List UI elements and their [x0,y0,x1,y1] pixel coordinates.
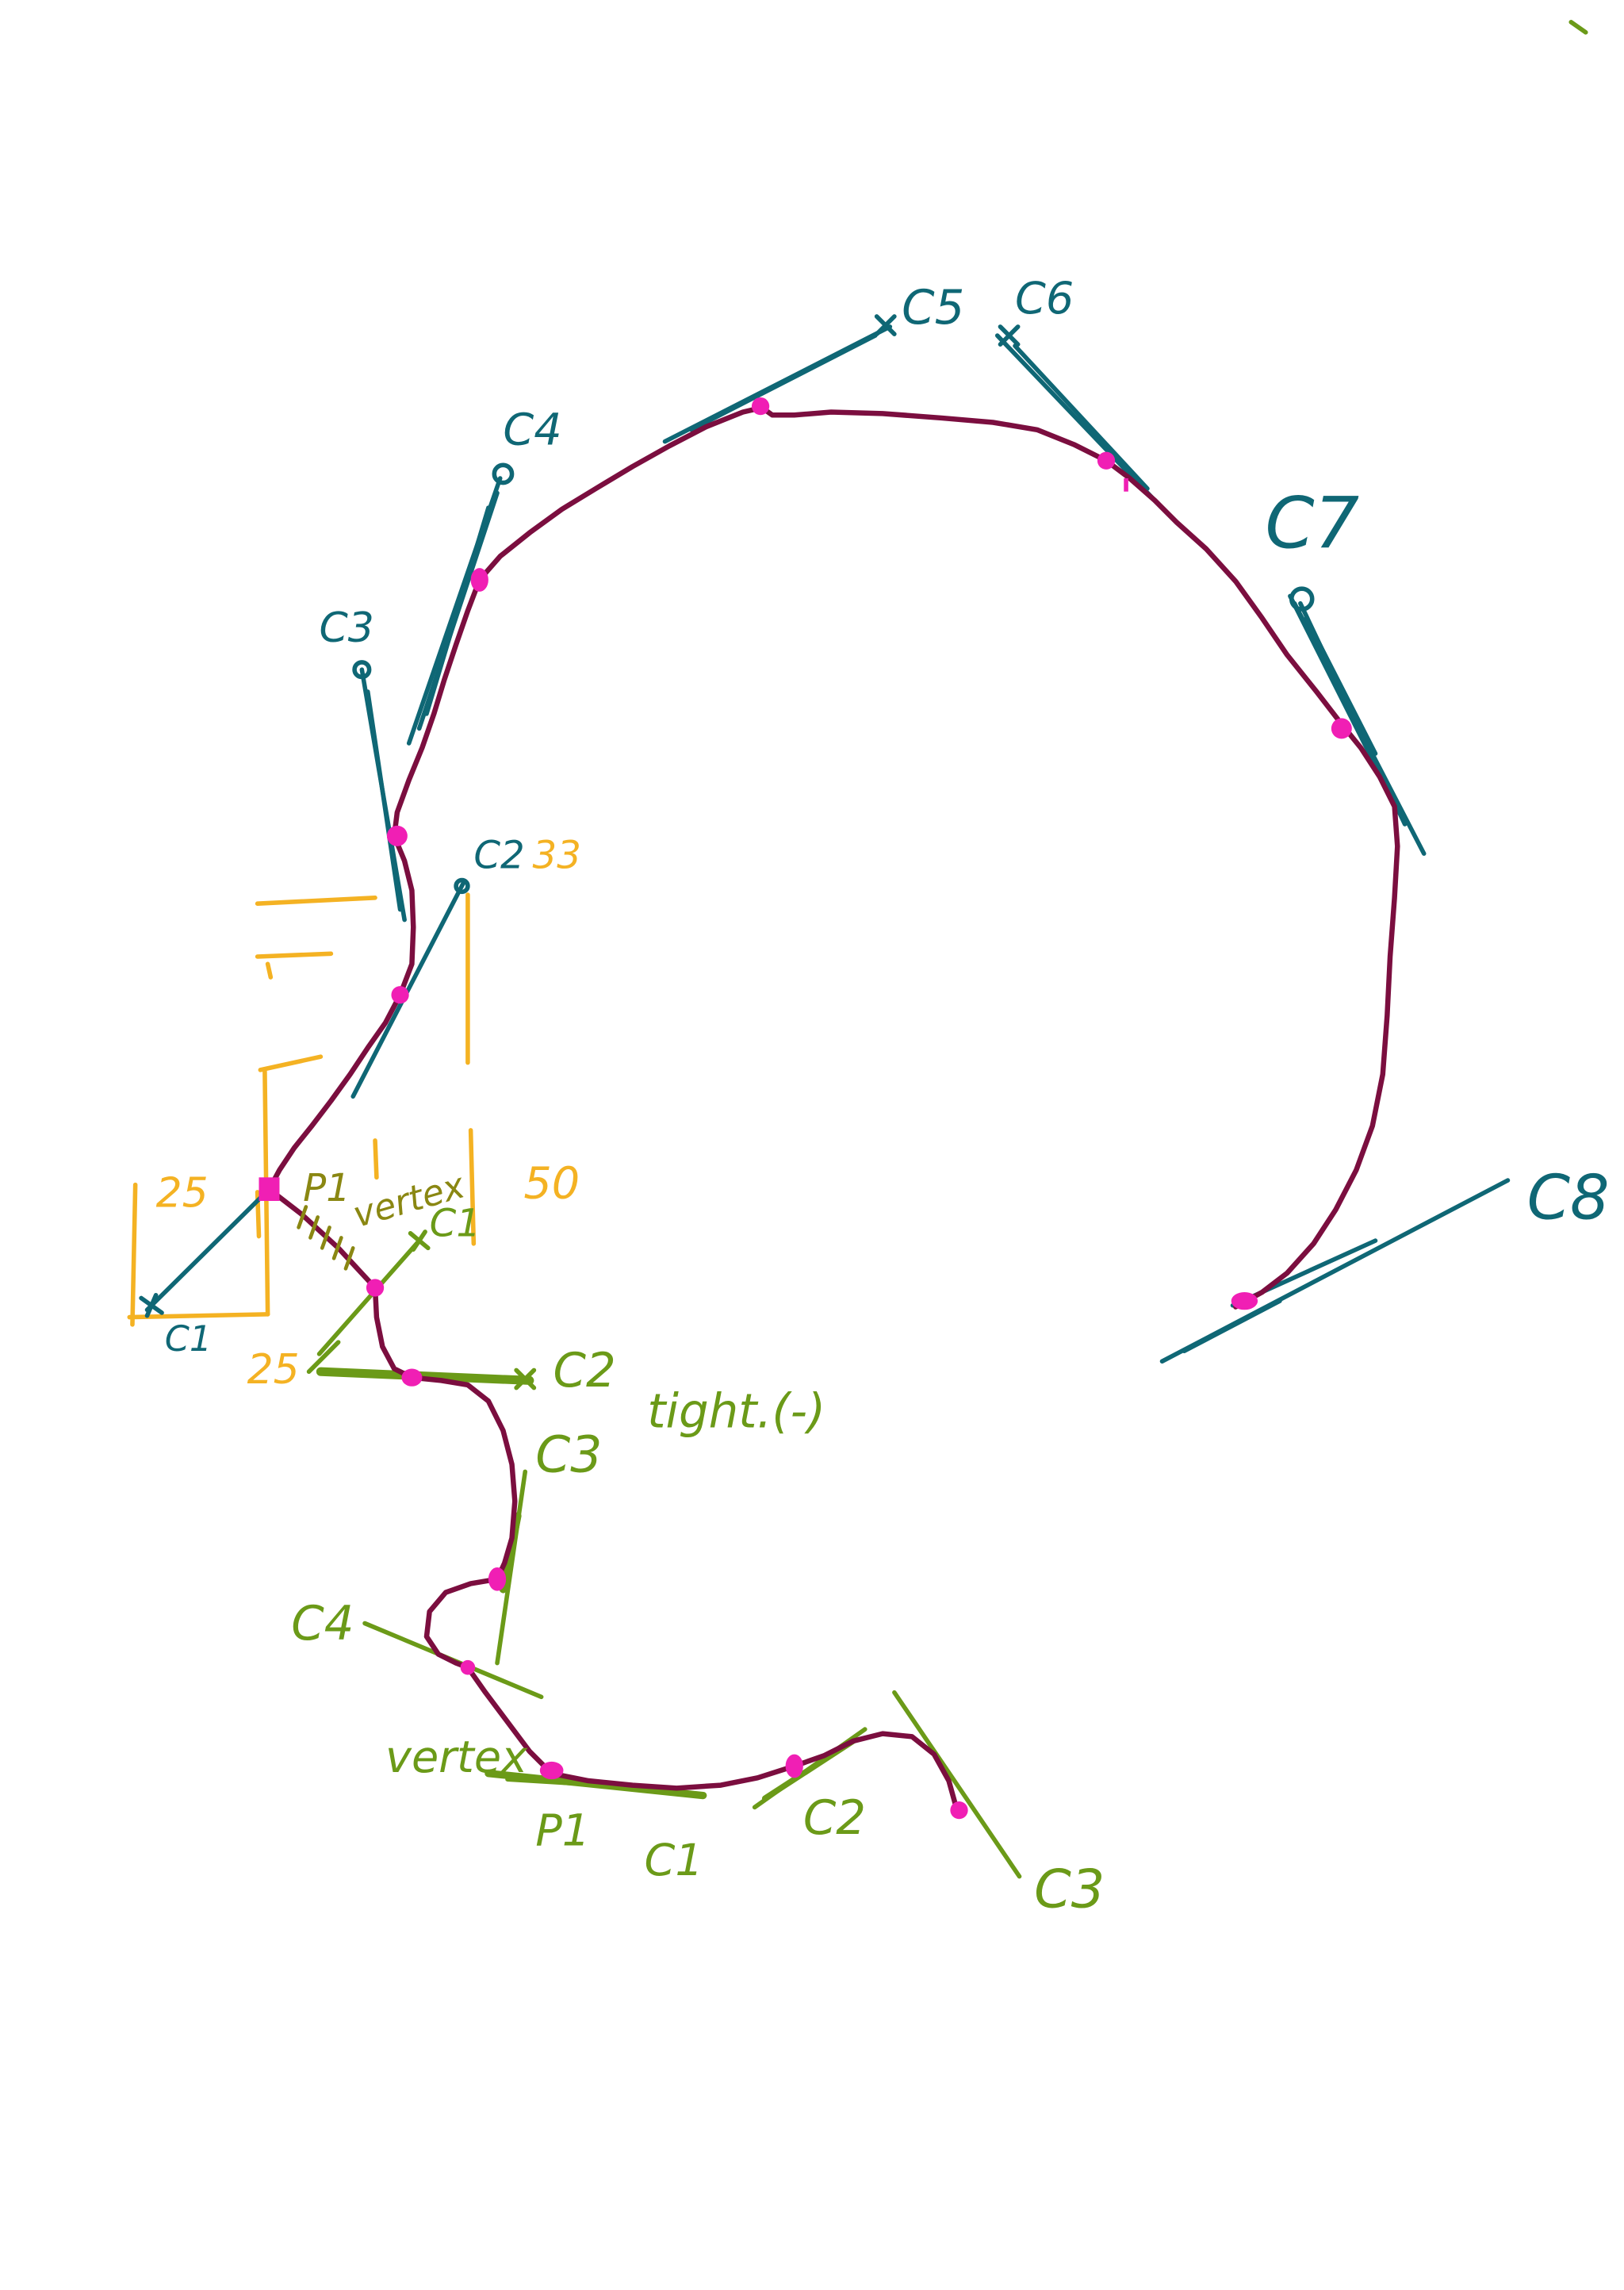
c8-handle-overstroke [1182,1298,1282,1354]
c7-handle-end-icon [1289,586,1315,612]
label-tight: tight.(-) [647,1384,825,1439]
anchor-point [470,568,488,592]
anchor-point [539,1761,564,1780]
label-neck-c1: C1 [430,1202,481,1246]
guide-small-mark [373,1138,379,1180]
label-spacing-left-lower: 25 [247,1346,300,1394]
anchor-point [401,1368,423,1387]
c2-handle [350,880,466,1099]
neck-c1-handle-tail [306,1340,341,1375]
c6-cross-marker-icon [998,324,1021,347]
c6-handle [994,333,1158,503]
hatch-tick [320,1226,331,1250]
neck-c1-cross-marker-icon [408,1229,431,1252]
label-tail-c1: C1 [645,1835,703,1886]
guide-tick [265,961,274,980]
spacing-labels: 33 25 50 25 [156,834,581,1394]
c3-handle-end-icon [352,660,372,680]
tail-c3-handle [892,1690,1022,1879]
teal-handles [139,314,1511,1364]
tail-labels: vertex P1 C1 C2 C3 [385,1732,1105,1920]
anchor-point [391,986,409,1004]
c4-handle-overstroke [424,505,491,716]
hatch-tick [331,1236,343,1260]
stray-point-mark [1124,478,1128,492]
hatch-tick [343,1246,355,1271]
label-c2-ratio: 33 [533,834,581,878]
label-c2: C2 [473,834,524,878]
c1-cross-marker-icon [139,1292,164,1318]
c1-handle [144,1187,272,1313]
label-neck-c3: C3 [535,1425,602,1483]
hatch-tick [297,1205,308,1229]
c3-handle-overstroke [365,689,403,912]
label-c7: C7 [1265,482,1359,565]
label-c5: C5 [902,280,964,335]
anchor-point [751,397,770,416]
anchor-point [1231,1292,1258,1310]
label-c8: C8 [1527,1162,1610,1233]
corner-stray-mark [1568,20,1588,35]
anchor-point [366,1279,385,1297]
c7-handle-overstroke [1304,616,1378,756]
label-tail-vertex: vertex [385,1732,528,1783]
anchor-point [785,1754,803,1778]
anchor-point [1097,451,1116,470]
anchor-point [950,1801,968,1820]
neck-c1-handle [316,1238,422,1356]
label-tail-c3: C3 [1034,1858,1105,1920]
label-tail-c2: C2 [803,1790,866,1845]
neck-c2-handle [316,1367,534,1385]
anchor-points [259,397,1352,1820]
guide-second-line [255,951,334,959]
hatch-tick [308,1215,320,1240]
c5-handle-overstroke [689,333,878,432]
label-c1: C1 [165,1319,212,1360]
anchor-point [386,825,408,846]
label-spacing-left-upper: 25 [156,1169,209,1217]
c4-handle-end-icon [492,462,515,485]
c5-cross-marker-icon [874,314,897,336]
label-tail-p1: P1 [535,1805,590,1857]
circle-handle-labels: C5 C6 C4 C3 C2 C7 C8 C1 [165,273,1610,1360]
bracket-left-vertical [130,1182,138,1327]
vertex-hatch-marks [297,1205,355,1271]
neck-labels: C1 C2 tight.(-) C3 C4 [291,1202,825,1651]
vertex-anchor-point [259,1177,280,1202]
bracket-top [258,1054,324,1072]
label-p1: P1 [303,1166,350,1210]
c6-handle-overstroke [1013,343,1150,491]
c2-handle-end-icon [454,877,470,895]
anchor-point [488,1567,507,1591]
label-c6: C6 [1015,273,1074,324]
label-spacing-right: 50 [523,1157,580,1209]
label-neck-c2: C2 [553,1343,616,1398]
neck-c2-cross-marker-icon [514,1367,537,1390]
label-c3: C3 [320,604,374,652]
anchor-point [460,1659,476,1675]
guide-top-line [255,896,377,906]
anchor-point [1331,718,1352,739]
label-c4: C4 [503,404,561,455]
guide-right-vertical-lower [468,1128,477,1246]
label-neck-c4: C4 [291,1596,354,1651]
bracket-bottom [127,1312,270,1320]
